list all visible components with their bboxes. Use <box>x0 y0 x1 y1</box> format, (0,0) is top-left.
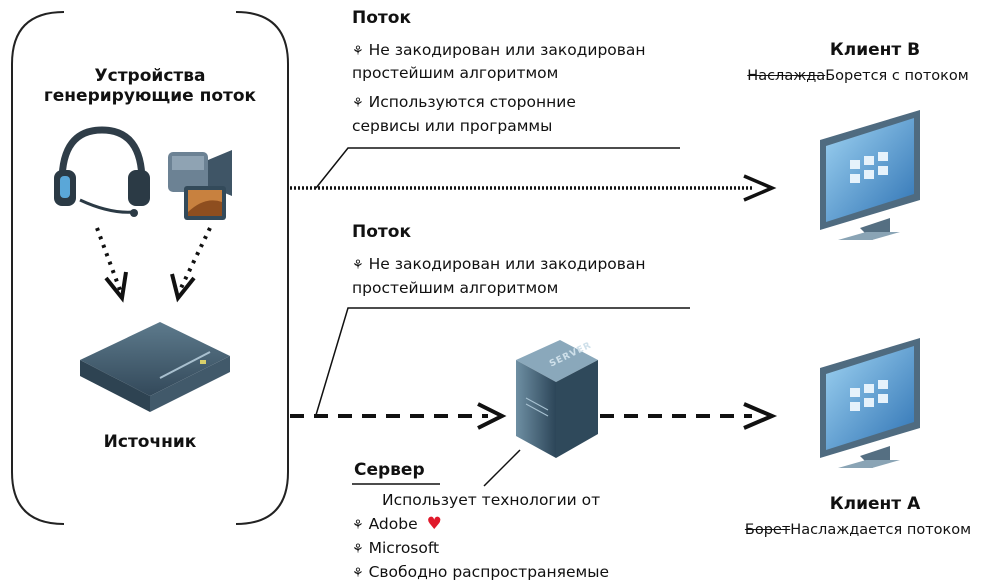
server-item-adobe: ⚘ Adobe ♥ <box>352 514 442 536</box>
stream-top-item-2-line1: Используются сторонние <box>368 93 576 111</box>
server-item-microsoft: ⚘ Microsoft <box>352 538 439 560</box>
stream-top-item-2-line2: сервисы или программы <box>352 117 553 135</box>
streaming-appliance-icon <box>80 322 230 412</box>
top-stream-connector <box>290 147 777 202</box>
stream-bottom-item-1-line1: Не закодирован или закодирован <box>368 255 646 273</box>
server-item-free-label: Свободно распространяемые <box>368 563 610 581</box>
server-item-microsoft-label: Microsoft <box>368 539 440 557</box>
server-title: Сервер <box>354 460 425 480</box>
client-b-status-text: Борется с потоком <box>825 68 969 84</box>
device-arrows <box>95 227 212 303</box>
devices-title-line1: Устройства <box>94 66 206 86</box>
bottom-stream-connector <box>290 307 778 487</box>
monitor-client-b <box>820 110 920 240</box>
client-a-status-struck: Борет <box>744 522 791 538</box>
bow-icon: ⚘ <box>352 258 364 273</box>
bow-icon: ⚘ <box>352 96 364 111</box>
stream-top-item-1-line1: Не закодирован или закодирован <box>368 41 646 59</box>
client-a-status-text: Наслаждается потоком <box>790 522 972 538</box>
server-item-free: ⚘ Свободно распространяемые <box>352 562 609 584</box>
stream-bottom-item-1: ⚘ Не закодирован или закодирован <box>352 254 646 276</box>
server-intro: Использует технологии от <box>382 491 601 509</box>
bow-icon: ⚘ <box>352 518 364 533</box>
devices-title: Устройства генерирующие поток <box>30 66 270 106</box>
server-item-adobe-label: Adobe <box>368 515 418 533</box>
source-label: Источник <box>103 432 197 452</box>
bow-icon: ⚘ <box>352 44 364 59</box>
client-a-title: Клиент А <box>829 494 921 514</box>
server-box <box>516 340 598 458</box>
headphones-icon <box>54 126 150 217</box>
bow-icon: ⚘ <box>352 566 364 581</box>
monitor-client-a <box>820 338 920 468</box>
client-b-status-struck: Наслажда <box>747 68 826 84</box>
devices-title-line2: генерирующие поток <box>43 86 257 106</box>
client-b-title: Клиент B <box>829 40 921 60</box>
stream-top-item-2: ⚘ Используются сторонние <box>352 92 576 114</box>
stream-top-item-1-line2: простейшим алгоритмом <box>352 64 559 82</box>
heart-icon: ♥ <box>426 514 442 534</box>
camcorder-icon <box>168 150 232 220</box>
stream-top-item-1: ⚘ Не закодирован или закодирован <box>352 40 646 62</box>
bow-icon: ⚘ <box>352 542 364 557</box>
stream-bottom-item-1-line2: простейшим алгоритмом <box>352 279 559 297</box>
client-a-status: БоретНаслаждается потоком <box>730 520 986 541</box>
client-b-status: НаслаждаБорется с потоком <box>730 66 986 87</box>
stream-top-title: Поток <box>352 8 411 28</box>
source-panel-frame <box>11 11 289 525</box>
stream-bottom-title: Поток <box>352 222 411 242</box>
